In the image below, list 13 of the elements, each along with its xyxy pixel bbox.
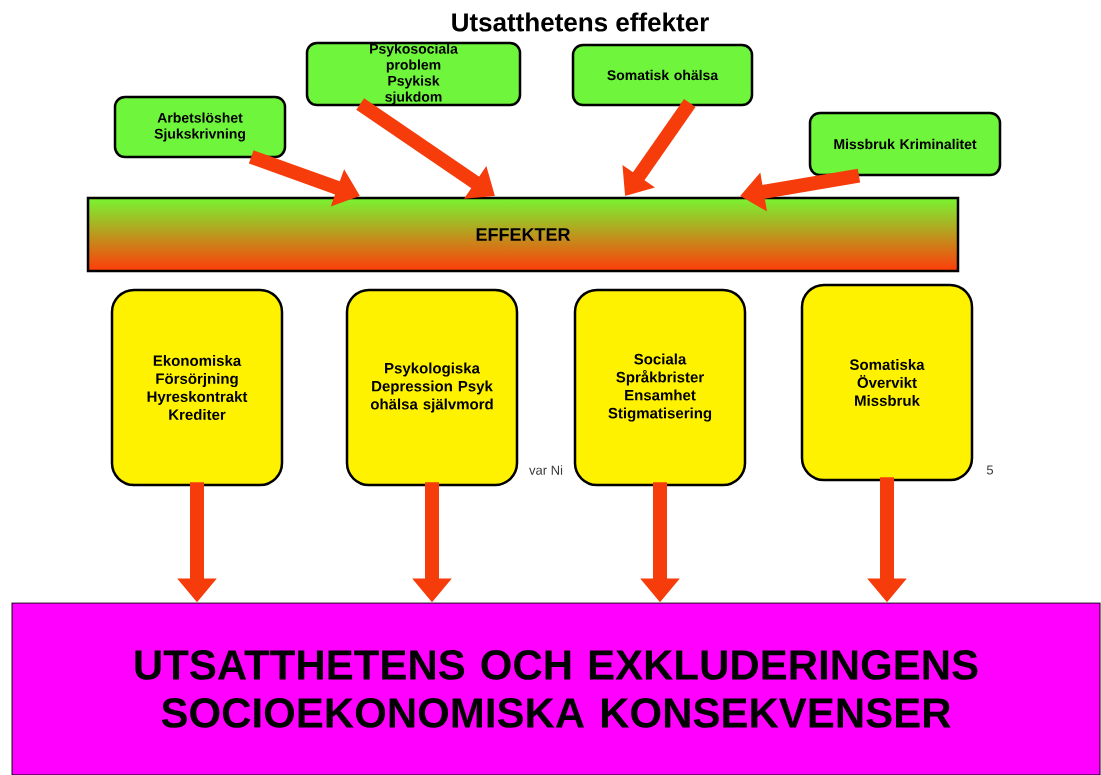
category-box: Somatiska Övervikt Missbruk (800, 283, 974, 482)
category-box: Ekonomiska Försörjning Hyreskontrakt Krediter (110, 288, 284, 487)
node-box: Somatisk ohälsa (571, 43, 754, 107)
node-box: Psykosociala problem Psykisk sjukdom (305, 41, 522, 107)
category-box: Psykologiska Depression Psyk ohälsa självmord (345, 288, 519, 487)
node-box: Missbruk Kriminalitet (808, 111, 1002, 177)
footer-text: var Ni (529, 465, 563, 475)
category-box: Sociala Språkbrister Ensamhet Stigmatisering (573, 288, 747, 487)
effect-band: EFFEKTER (86, 196, 960, 273)
node-box: Arbetslöshet Sjukskrivning (113, 95, 287, 159)
title: Utsatthetens effekter (452, 12, 709, 32)
footer-text: 5 (986, 465, 994, 475)
consequence-box: UTSATTHETENS OCH EXKLUDERINGENS SOCIOEKONOMISKA KONSEKVENSER (11, 602, 1101, 775)
